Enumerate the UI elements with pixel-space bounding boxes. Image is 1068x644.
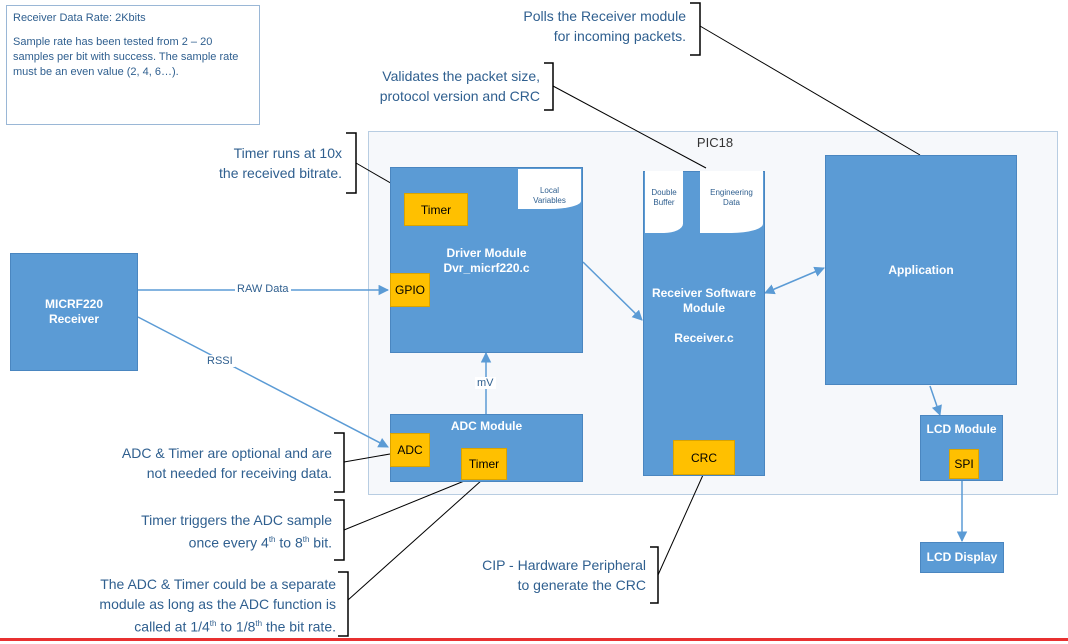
- callout-cip-bracket: [650, 546, 659, 604]
- callout-polls-leader: [699, 25, 921, 156]
- callout-cip: CIP - Hardware Peripheral to generate th…: [482, 557, 646, 593]
- lcd-display-block: [920, 542, 1004, 573]
- callout-separate-line3: called at 1/4th to 1/8th the bit rate.: [134, 618, 336, 635]
- gpio-chip: GPIO: [390, 273, 430, 307]
- driver-module-label: Driver Module Dvr_micrf220.c: [443, 246, 530, 275]
- info-note: Receiver Data Rate: 2Kbits Sample rate h…: [6, 5, 260, 125]
- callout-trigger-leader: [343, 476, 475, 531]
- info-note-data-rate: Receiver Data Rate: 2Kbits: [13, 12, 146, 24]
- info-note-sample-rate: Sample rate has been tested from 2 – 20 …: [13, 36, 239, 78]
- local-variables-doc: Local Variables: [518, 169, 581, 209]
- callout-separate-bracket: [338, 571, 349, 637]
- engineering-data-doc: Engineering Data: [700, 171, 763, 233]
- callout-validates-bracket: [544, 62, 554, 111]
- micrf220-receiver-label: MICRF220 Receiver: [44, 297, 103, 326]
- lcd-module-label: LCD Module: [926, 422, 997, 436]
- application-block: [825, 155, 1017, 385]
- callout-validates: Validates the packet size, protocol vers…: [379, 68, 540, 104]
- receiver-software-label: Receiver Software Module Receiver.c: [651, 286, 757, 345]
- local-variables-label: Local Variables: [533, 186, 566, 205]
- driver-to-software-arrow: [582, 261, 643, 321]
- callout-separate-module: The ADC & Timer could be a separate modu…: [40, 574, 336, 637]
- lcd-display-label: LCD Display: [926, 550, 998, 564]
- crc-chip: CRC: [673, 440, 735, 475]
- callout-timer-runs: Timer runs at 10x the received bitrate.: [219, 145, 342, 181]
- callout-adc-leader: [343, 453, 391, 463]
- mv-edge-label: mV: [475, 377, 496, 389]
- adc-chip: ADC: [390, 433, 430, 467]
- callout-separate-leader: [347, 479, 483, 601]
- double-buffer-doc: Double Buffer: [645, 171, 683, 233]
- double-buffer-label: Double Buffer: [651, 188, 677, 207]
- callout-polls-bracket: [690, 2, 701, 56]
- callout-trigger-bracket: [334, 499, 345, 561]
- application-label: Application: [888, 263, 954, 277]
- callout-polls: Polls the Receiver module for incoming p…: [523, 8, 686, 44]
- callout-validates-leader: [552, 85, 707, 169]
- adc-timer-chip: Timer: [461, 448, 507, 480]
- raw-data-edge-label: RAW Data: [235, 283, 291, 295]
- rssi-arrow: [137, 316, 389, 448]
- application-to-lcd-arrow: [929, 385, 942, 416]
- pic18-title: PIC18: [696, 135, 734, 150]
- callout-timer-triggers-line1: Timer triggers the ADC sample: [141, 512, 332, 528]
- callout-timer-triggers: Timer triggers the ADC sample once every…: [60, 510, 332, 553]
- bottom-rule: [0, 638, 1068, 641]
- callout-separate-line2: module as long as the ADC function is: [99, 596, 336, 612]
- spi-chip: SPI: [949, 449, 979, 479]
- callout-timer-bracket: [346, 132, 357, 194]
- callout-adc-bracket: [334, 432, 345, 493]
- micrf220-receiver-block: [10, 253, 138, 371]
- callout-timer-triggers-line2: once every 4th to 8th bit.: [188, 534, 332, 551]
- rssi-edge-label: RSSI: [205, 355, 235, 367]
- adc-module-label: ADC Module: [450, 419, 523, 433]
- callout-cip-leader: [657, 474, 704, 576]
- callout-separate-line1: The ADC & Timer could be a separate: [100, 576, 336, 592]
- callout-adc-optional: ADC & Timer are optional and are not nee…: [121, 445, 332, 481]
- software-application-arrow: [764, 266, 825, 295]
- driver-timer-chip: Timer: [404, 193, 468, 226]
- engineering-data-label: Engineering Data: [710, 188, 753, 207]
